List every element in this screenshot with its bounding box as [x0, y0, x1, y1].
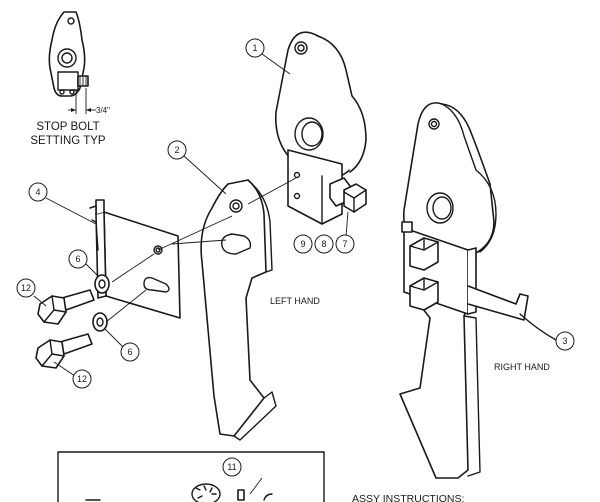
- svg-text:7: 7: [342, 239, 347, 249]
- callout-8: 8: [314, 234, 334, 254]
- callout-7: 7: [335, 234, 355, 254]
- callout-leaders: [33, 53, 557, 495]
- bolt-right-lower: [409, 277, 439, 311]
- part-6-washer-lower: [92, 312, 108, 332]
- left-hand-label: LEFT HAND: [270, 296, 320, 306]
- svg-text:8: 8: [321, 239, 326, 249]
- assembly-lines: [105, 177, 297, 323]
- stop-bolt-detail: [48, 11, 96, 114]
- callout-12-lower: 12: [72, 369, 92, 389]
- callout-9: 9: [293, 234, 313, 254]
- part-1-bracket-right: [402, 102, 497, 257]
- right-hand-label: RIGHT HAND: [494, 362, 550, 372]
- stop-bolt-label-line2: SETTING TYP: [30, 135, 106, 147]
- svg-text:3: 3: [562, 336, 567, 346]
- svg-text:2: 2: [174, 145, 179, 155]
- part-1-bracket: [274, 31, 367, 225]
- part-12-bolt-lower: [35, 333, 93, 369]
- svg-text:6: 6: [127, 347, 132, 357]
- stop-bolt-label-line1: STOP BOLT: [36, 121, 99, 133]
- svg-text:6: 6: [75, 254, 80, 264]
- callout-11: 11: [222, 457, 242, 477]
- callout-6-lower: 6: [120, 342, 140, 362]
- svg-text:1: 1: [252, 43, 257, 53]
- bolt-right-upper: [401, 221, 439, 271]
- part-2-lever-left: [200, 179, 277, 441]
- callout-6-upper: 6: [68, 249, 88, 269]
- part-4-plate: [89, 199, 181, 319]
- svg-text:9: 9: [300, 239, 305, 249]
- callout-3: 3: [555, 331, 575, 351]
- dimension-label: 3/4": [96, 106, 110, 115]
- instruction-box: [57, 451, 325, 502]
- part-12-bolt-upper: [37, 289, 95, 325]
- callout-4: 4: [28, 182, 48, 202]
- svg-text:4: 4: [35, 187, 40, 197]
- part-6-washer-upper: [94, 274, 110, 294]
- assy-instructions-heading: ASSY INSTRUCTIONS:: [352, 493, 464, 502]
- callout-2: 2: [167, 140, 187, 160]
- callout-1: 1: [245, 38, 265, 58]
- svg-text:12: 12: [77, 374, 87, 384]
- svg-text:11: 11: [227, 462, 236, 472]
- svg-text:12: 12: [21, 283, 31, 293]
- part-7-stop-bolt: [329, 177, 367, 213]
- callout-12-upper: 12: [16, 278, 36, 298]
